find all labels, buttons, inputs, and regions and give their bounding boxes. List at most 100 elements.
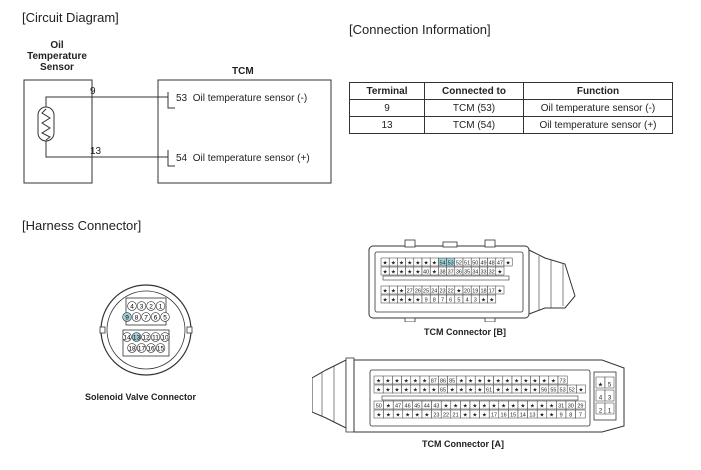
pin-label: 1 bbox=[159, 303, 163, 310]
pin-label: ★ bbox=[385, 378, 390, 385]
pin-label: ★ bbox=[376, 412, 381, 419]
pin-label: 8 bbox=[569, 413, 572, 419]
pin-label: ★ bbox=[386, 412, 391, 419]
pin-cell bbox=[503, 257, 513, 267]
sensor-title-line1: Oil bbox=[50, 40, 64, 51]
pin-label: ★ bbox=[395, 387, 400, 394]
pin-label: 43 bbox=[433, 404, 439, 410]
pin-label: 9 bbox=[425, 298, 428, 304]
pin-label: 73 bbox=[560, 379, 566, 385]
pin-circle bbox=[122, 332, 132, 342]
pin-label: ★ bbox=[598, 382, 603, 389]
pin-label: 49 bbox=[480, 261, 486, 267]
pin-label: ★ bbox=[415, 412, 420, 419]
pin-54-number: 54 bbox=[176, 153, 188, 164]
circuit-section-title: [Circuit Diagram] bbox=[22, 10, 119, 25]
pin-label: 14 bbox=[520, 413, 526, 419]
pin-label: ★ bbox=[579, 387, 584, 394]
pin-circle bbox=[127, 301, 137, 311]
pin-circle bbox=[131, 312, 142, 322]
pin-circle bbox=[146, 343, 156, 353]
pin-label: 13 bbox=[529, 413, 535, 419]
pin-label: 9 bbox=[125, 314, 129, 321]
pin-label: 22 bbox=[448, 289, 454, 295]
pin-label: 52 bbox=[456, 261, 462, 267]
pin-label: ★ bbox=[533, 378, 538, 385]
pin-label: 3 bbox=[608, 396, 612, 402]
pin-label: 2 bbox=[599, 409, 603, 415]
pin-label: 47 bbox=[497, 261, 503, 267]
pin-label: ★ bbox=[482, 403, 487, 410]
pin-label: ★ bbox=[487, 378, 492, 385]
pin-circle bbox=[160, 332, 170, 342]
pin-label: ★ bbox=[511, 403, 516, 410]
pin-cell bbox=[604, 402, 615, 415]
pin-label: 35 bbox=[464, 270, 470, 276]
pin-label: 20 bbox=[464, 289, 470, 295]
pin-label: ★ bbox=[482, 412, 487, 419]
pin-54-label: 54 Oil temperature sensor (+) bbox=[176, 153, 310, 164]
pin-label: ★ bbox=[383, 269, 388, 276]
pin-label: ★ bbox=[413, 378, 418, 385]
pin-label: ★ bbox=[496, 378, 501, 385]
pin-label: ★ bbox=[399, 260, 404, 267]
pin-cell bbox=[604, 389, 615, 402]
wire-13 bbox=[45, 141, 168, 158]
pin-label: ★ bbox=[456, 288, 461, 295]
sensor-box bbox=[23, 79, 93, 184]
header-function: Function bbox=[523, 82, 673, 100]
tcm-box bbox=[157, 79, 332, 184]
pin-label: ★ bbox=[514, 378, 519, 385]
pin-label: 16 bbox=[147, 345, 155, 352]
pin-label: ★ bbox=[424, 412, 429, 419]
pin-circle bbox=[155, 301, 166, 311]
pin-label: ★ bbox=[399, 269, 404, 276]
pin-label: ★ bbox=[432, 269, 437, 276]
pin-circle bbox=[141, 332, 151, 342]
tcm-title: TCM bbox=[232, 66, 254, 77]
pin-label: 4 bbox=[466, 298, 469, 304]
cell-connected-to: TCM (54) bbox=[424, 116, 524, 134]
pin-label: 13 bbox=[133, 334, 141, 341]
table-row: 13 TCM (54) Oil temperature sensor (+) bbox=[349, 116, 673, 134]
wire-13-label: 13 bbox=[90, 146, 102, 157]
pin-label: ★ bbox=[407, 269, 412, 276]
pin-label: ★ bbox=[391, 288, 396, 295]
pin-label: ★ bbox=[514, 387, 519, 394]
pin-53-function: Oil temperature sensor (-) bbox=[192, 93, 308, 104]
pin-label: 33 bbox=[480, 270, 486, 276]
pin-label: ★ bbox=[459, 378, 464, 385]
pin-label: ★ bbox=[399, 288, 404, 295]
pin-circle bbox=[146, 301, 156, 311]
pin-label: 26 bbox=[415, 289, 421, 295]
pin-label: ★ bbox=[453, 403, 458, 410]
pin-label: ★ bbox=[450, 387, 455, 394]
pin-label: ★ bbox=[501, 403, 506, 410]
pin-53-number: 53 bbox=[176, 93, 188, 104]
pin-label: 52 bbox=[569, 388, 575, 394]
pin-label: ★ bbox=[549, 412, 554, 419]
pin-circle bbox=[127, 343, 137, 353]
pin-label: 15 bbox=[510, 413, 516, 419]
pin-label: 23 bbox=[439, 289, 445, 295]
pin-label: 38 bbox=[439, 270, 445, 276]
pin-label: 61 bbox=[486, 388, 492, 394]
pin-label: ★ bbox=[407, 260, 412, 267]
pin-circle bbox=[150, 312, 161, 322]
pin-label: 24 bbox=[431, 289, 437, 295]
pin-label: 53 bbox=[448, 261, 454, 267]
pin-label: ★ bbox=[463, 403, 468, 410]
pin-label: ★ bbox=[385, 387, 390, 394]
pin-label: ★ bbox=[391, 269, 396, 276]
pin-label: 5 bbox=[163, 314, 167, 321]
pin-label: ★ bbox=[540, 412, 545, 419]
pin-label: 5 bbox=[457, 298, 460, 304]
pin-label: ★ bbox=[413, 387, 418, 394]
pin-label: 7 bbox=[441, 298, 444, 304]
pin-label: 50 bbox=[472, 261, 478, 267]
pin-label: 17 bbox=[489, 289, 495, 295]
tcm-a-caption: TCM Connector [A] bbox=[422, 439, 504, 449]
pin-label: 14 bbox=[123, 334, 131, 341]
